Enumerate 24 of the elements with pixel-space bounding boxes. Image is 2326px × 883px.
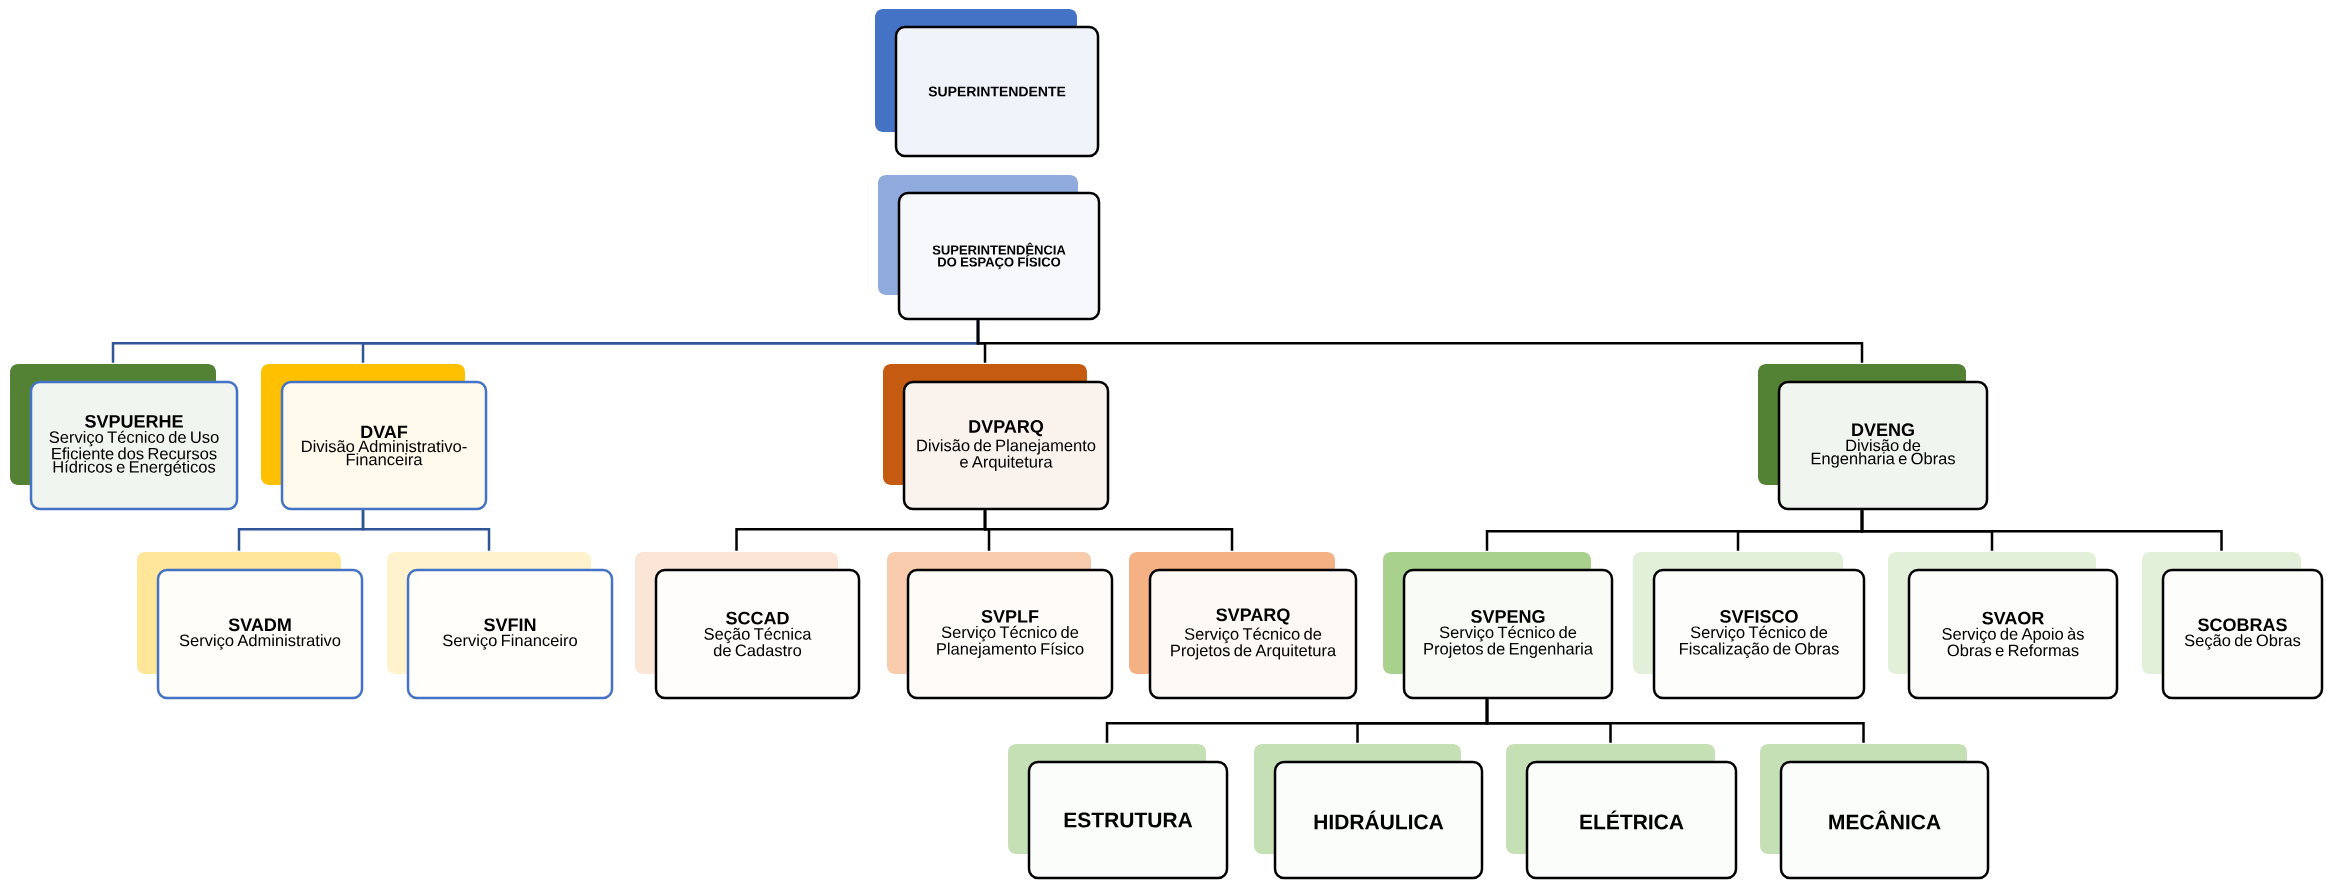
org-box: SVPENG Serviço Técnico de Projetos de Engenharia: [1383, 552, 1614, 700]
org-box: ELÉTRICA: [1506, 744, 1738, 880]
org-box: SVPARQ Serviço Técnico de Projetos de Arquitetura: [1129, 552, 1358, 700]
connector: [1860, 510, 2223, 551]
org-box: DVPARQ Divisão de Planejamento e Arquitetura: [883, 364, 1110, 511]
connector: [361, 510, 491, 551]
org-box: SVPUERHE Serviço Técnico de Uso Eficiente dos Recursos Hídricos e Energéticos: [10, 364, 239, 511]
connector: [983, 510, 1234, 551]
org-box: ESTRUTURA: [1008, 744, 1229, 880]
org-box: SVFIN Serviço Financeiro: [387, 552, 614, 700]
org-box: DVAF Divisão Administrativo-Financeira: [261, 364, 488, 511]
org-box: MECÂNICA: [1760, 744, 1990, 880]
connector: [1485, 699, 1865, 743]
connector: [976, 320, 1864, 363]
org-box: SVFISCO Serviço Técnico de Fiscalização de Obras: [1633, 552, 1866, 700]
org-box: DVENG Divisão de Engenharia e Obras: [1758, 364, 1989, 511]
org-box: SVAOR Serviço de Apoio às Obras e Reformas: [1888, 552, 2119, 700]
org-box: SVPLF Serviço Técnico de Planejamento Físico: [887, 552, 1114, 700]
org-box: SCOBRAS Seção de Obras: [2142, 552, 2324, 700]
org-box: SCCAD Seção Técnica de Cadastro: [635, 552, 861, 700]
org-box: HIDRÁULICA: [1254, 744, 1484, 880]
org-box: SUPERINTENDÊNCIA DO ESPAÇO FÍSICO: [878, 175, 1101, 321]
org-box: SVADM Serviço Administrativo: [137, 552, 364, 700]
org-box: SUPERINTENDENTE: [875, 9, 1100, 158]
